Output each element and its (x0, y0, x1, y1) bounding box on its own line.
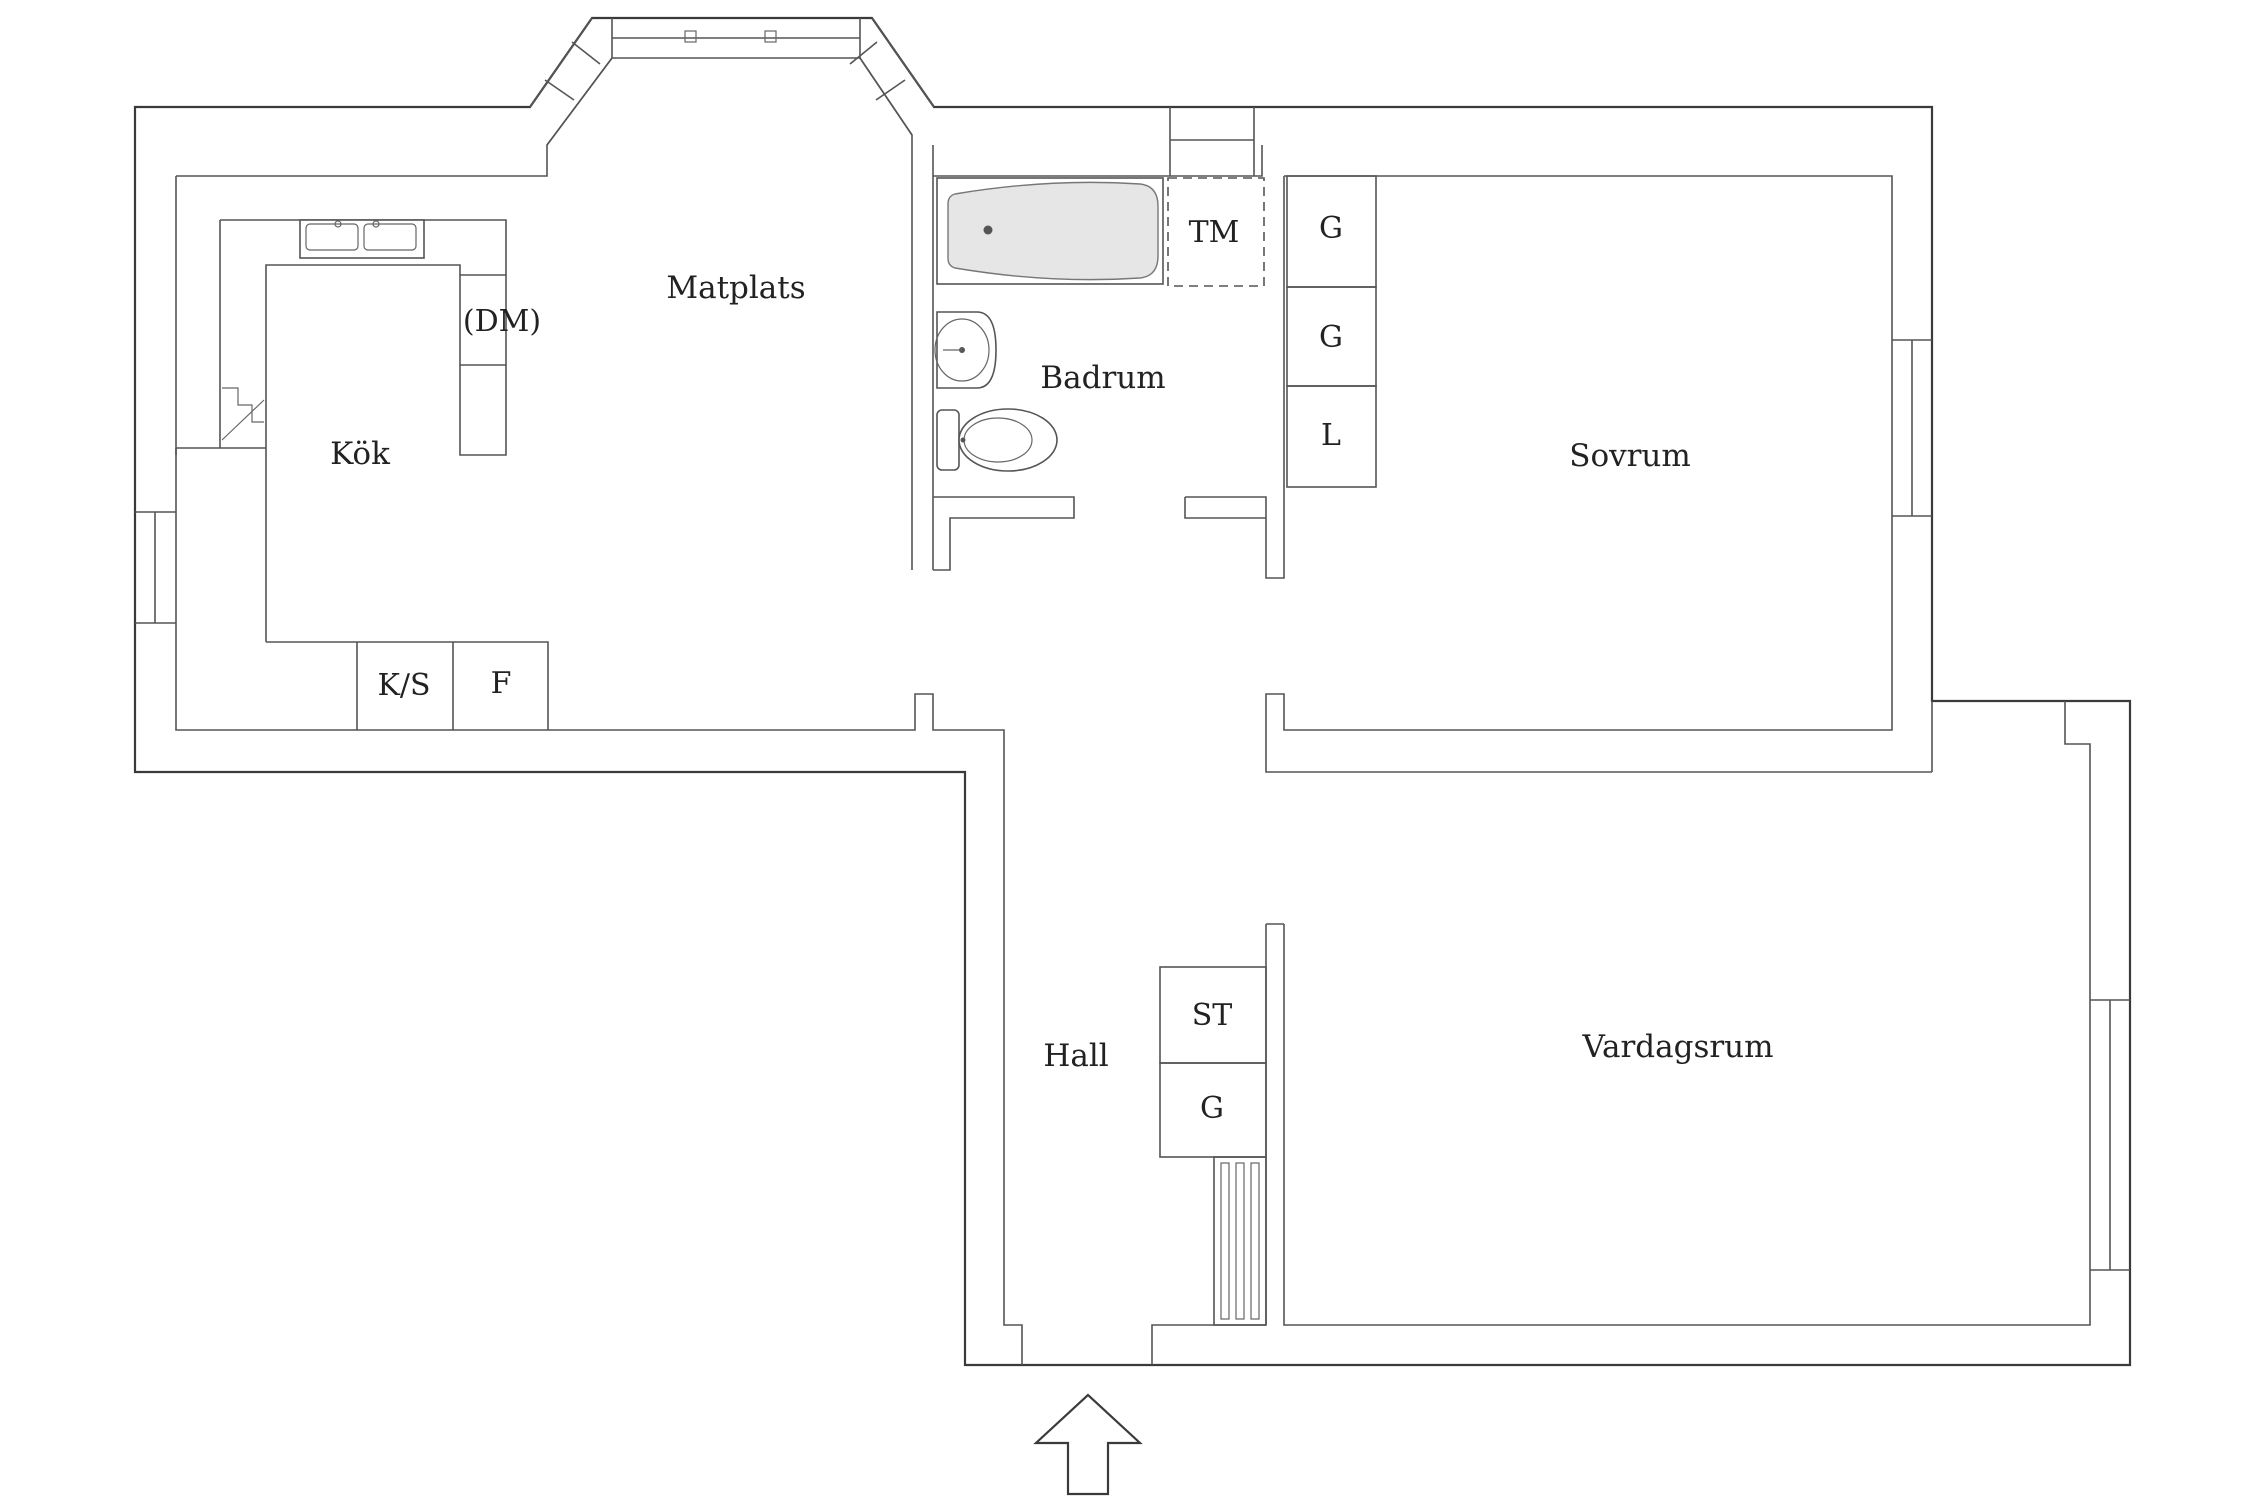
toilet (936, 408, 1058, 472)
room-label-kitchen: Kök (330, 436, 390, 472)
fixture-label-hall-wardrobe: G (1200, 1091, 1224, 1126)
bedroom-wardrobes (1286, 175, 1377, 488)
kitchen-sink (299, 219, 425, 259)
radiator (1213, 1156, 1267, 1326)
room-label-hall: Hall (1043, 1038, 1108, 1074)
fixture-label-washing-machine: TM (1189, 215, 1240, 250)
washing-machine-outline (1167, 177, 1265, 287)
fixture-label-freezer: F (491, 666, 512, 701)
fixture-label-storage: ST (1192, 998, 1233, 1033)
room-label-living-room: Vardagsrum (1581, 1029, 1773, 1065)
wash-basin (934, 311, 997, 389)
kitchen-counters (175, 219, 549, 730)
room-label-bathroom: Badrum (1040, 360, 1165, 396)
fixture-label-wardrobe-1: G (1319, 211, 1343, 246)
fixture-label-linen-closet: L (1321, 418, 1341, 453)
fixture-label-wardrobe-2: G (1319, 320, 1343, 355)
room-label-dining: Matplats (666, 270, 805, 306)
room-label-bedroom: Sovrum (1569, 438, 1691, 474)
fixture-label-dishwasher: (DM) (463, 304, 541, 339)
fixture-label-fridge-freezer: K/S (377, 668, 430, 703)
inner-wall-faces (135, 17, 2130, 1365)
hall-closets (1159, 966, 1267, 1158)
bathtub (936, 177, 1164, 285)
entrance-arrow-icon (1033, 1393, 1143, 1496)
